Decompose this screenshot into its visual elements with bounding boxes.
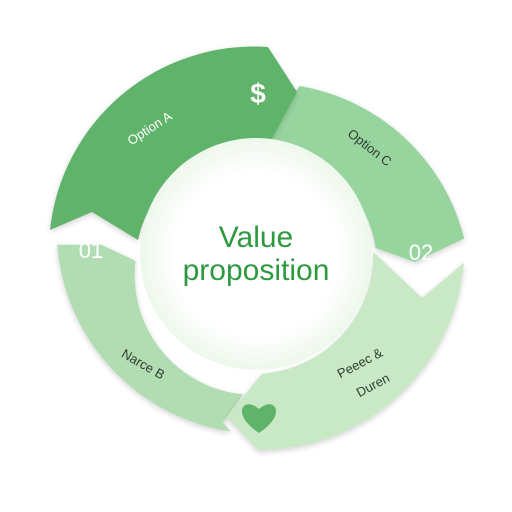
segment-bottom-right — [226, 251, 464, 451]
segment-number-01: 01 — [79, 238, 103, 263]
segment-top-left — [50, 46, 297, 240]
center-circle — [140, 138, 372, 370]
dollar-icon: $ — [250, 78, 266, 109]
segment-top-right — [260, 86, 465, 262]
segment-number-02: 02 — [409, 240, 433, 265]
center-title-line1: Value — [219, 221, 294, 254]
heart-icon — [242, 404, 276, 433]
center-title-line2: proposition — [183, 254, 330, 287]
segment-bottom-left — [57, 244, 244, 432]
